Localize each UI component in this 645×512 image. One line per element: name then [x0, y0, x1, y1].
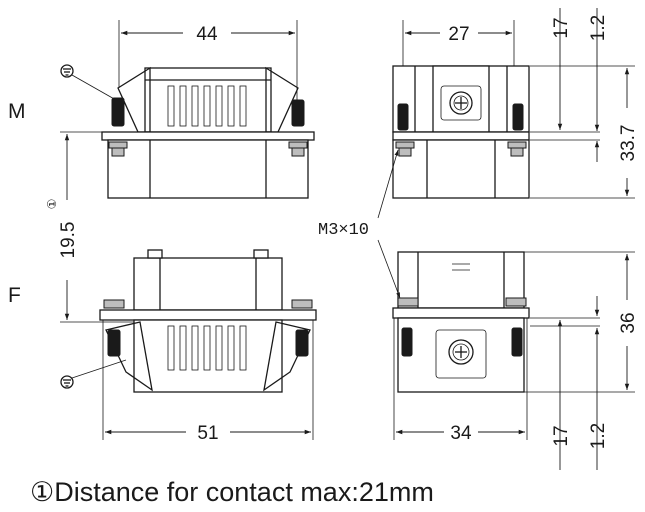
svg-text:1.2: 1.2 [588, 423, 609, 449]
svg-text:34: 34 [450, 423, 472, 444]
view-f-label: F [8, 284, 21, 307]
svg-text:17: 17 [551, 425, 572, 446]
m-front-left-screw-icon [108, 141, 128, 157]
footnote-text: ①Distance for contact max:21mm [30, 477, 434, 507]
m-front-view [60, 64, 315, 199]
f-side-left-pin-icon [401, 327, 413, 357]
svg-text:M3×10: M3×10 [318, 221, 369, 240]
dim-m-front-width: 44 [118, 20, 298, 100]
dim-m-side-width: 27 [402, 20, 515, 66]
f-side-view [392, 251, 530, 393]
svg-text:36: 36 [618, 312, 639, 333]
f-ground-icon [60, 359, 127, 389]
dim-f-side-heights: 36 17 1.2 [524, 251, 639, 470]
m-front-right-pin-icon [291, 99, 305, 127]
svg-text:19.5: 19.5 [58, 222, 79, 259]
svg-text:27: 27 [448, 24, 469, 45]
footnote-ref-mark: ① [45, 199, 59, 210]
m-front-ribs [167, 85, 247, 127]
dim-f-side-width: 34 [393, 318, 528, 444]
f-front-right-pin-icon [295, 329, 309, 357]
m-front-right-screw-icon [288, 141, 308, 157]
dim-f-front-width: 51 [102, 320, 314, 444]
dim-m-side-heights: 17 1.2 33.7 [530, 8, 639, 199]
m-side-screw-head-icon [449, 91, 473, 115]
f-front-ribs [167, 325, 247, 371]
m-front-left-pin-icon [111, 97, 125, 127]
svg-text:51: 51 [197, 423, 218, 444]
svg-text:33.7: 33.7 [618, 125, 639, 162]
svg-text:17: 17 [551, 17, 572, 38]
m-side-view [392, 65, 530, 199]
f-front-view [60, 249, 317, 393]
f-side-right-pin-icon [511, 327, 523, 357]
view-m-label: M [8, 100, 26, 123]
svg-text:1.2: 1.2 [588, 15, 609, 41]
svg-text:44: 44 [196, 24, 218, 45]
dim-contact-distance: 19.5 ① [45, 131, 145, 323]
m-side-right-pin-icon [512, 103, 524, 131]
m-side-left-pin-icon [397, 103, 409, 131]
screw-callout: M3×10 [318, 149, 401, 299]
f-front-left-pin-icon [107, 329, 121, 357]
m-ground-icon [60, 64, 117, 101]
f-side-screw-head-icon [448, 339, 474, 365]
